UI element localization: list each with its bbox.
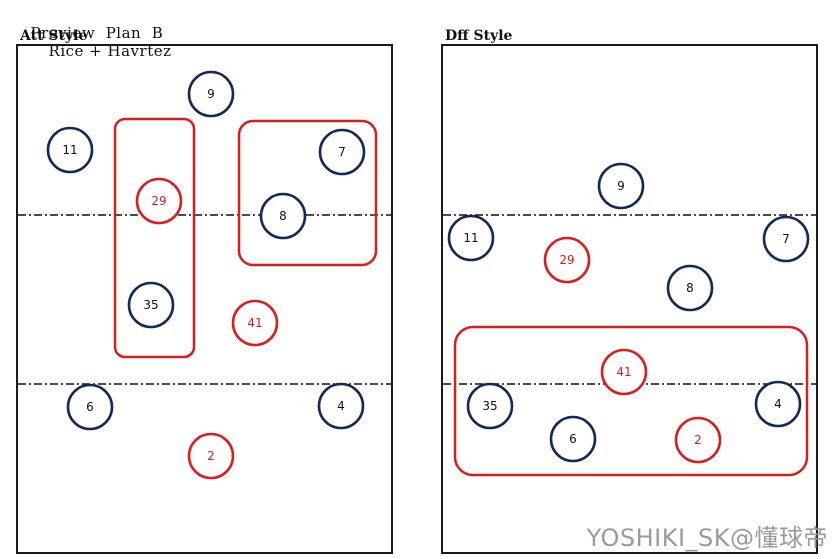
player-marker — [466, 382, 514, 430]
dff-player-29: 29 — [543, 236, 591, 284]
dff-player-9: 9 — [597, 162, 645, 210]
player-marker — [543, 236, 591, 284]
player-marker — [187, 70, 235, 118]
dff-pitch-drawing: 9 11 7 29 8 41 35 4 6 2 — [443, 162, 816, 477]
att-player-41: 41 — [231, 299, 279, 347]
player-marker — [597, 162, 645, 210]
player-marker — [600, 348, 648, 396]
att-pitch-drawing: 9 11 7 29 8 35 41 6 4 2 — [18, 70, 391, 480]
att-player-4: 4 — [317, 382, 365, 430]
player-number: 4 — [774, 397, 782, 411]
player-number: 6 — [569, 432, 577, 446]
att-panel-label: Att Style — [20, 28, 88, 44]
att-player-7: 7 — [318, 128, 366, 176]
att-player-6: 6 — [66, 383, 114, 431]
player-marker — [317, 382, 365, 430]
dff-player-35: 35 — [466, 382, 514, 430]
player-marker — [754, 380, 802, 428]
player-number: 41 — [247, 316, 262, 330]
player-number: 8 — [279, 209, 287, 223]
dff-pitch: 9 11 7 29 8 41 35 4 6 2 — [441, 44, 818, 554]
player-number: 4 — [337, 399, 345, 413]
player-number: 7 — [338, 145, 346, 159]
dff-block-box — [453, 325, 809, 477]
player-marker — [259, 192, 307, 240]
att-player-35: 35 — [127, 281, 175, 329]
player-number: 11 — [463, 231, 478, 245]
att-player-8: 8 — [259, 192, 307, 240]
player-marker — [66, 383, 114, 431]
player-marker — [447, 214, 495, 262]
player-number: 29 — [151, 194, 166, 208]
player-number: 41 — [616, 365, 631, 379]
player-number: 9 — [207, 87, 215, 101]
player-marker — [674, 416, 722, 464]
player-marker — [135, 177, 183, 225]
att-right-box — [237, 119, 378, 267]
player-marker — [318, 128, 366, 176]
player-marker — [762, 215, 810, 263]
player-number: 35 — [143, 298, 158, 312]
player-number: 35 — [482, 399, 497, 413]
dff-player-2: 2 — [674, 416, 722, 464]
player-number: 6 — [86, 400, 94, 414]
dff-player-11: 11 — [447, 214, 495, 262]
plan-subtitle: Rice + Havrtez — [48, 42, 172, 60]
dff-panel-label: Dff Style — [445, 28, 513, 44]
player-marker — [666, 264, 714, 312]
title-line: Preview Plan B Rice + Havrtez — [20, 6, 186, 60]
att-player-29: 29 — [135, 177, 183, 225]
player-number: 11 — [62, 143, 77, 157]
dff-player-7: 7 — [762, 215, 810, 263]
dff-player-41: 41 — [600, 348, 648, 396]
player-marker — [127, 281, 175, 329]
dff-player-6: 6 — [549, 415, 597, 463]
player-number: 9 — [617, 179, 625, 193]
dff-player-4: 4 — [754, 380, 802, 428]
player-number: 8 — [686, 281, 694, 295]
player-number: 2 — [694, 433, 702, 447]
att-channel-box — [113, 117, 196, 359]
plan-title: Preview Plan B — [30, 24, 164, 42]
watermark: YOSHIKI_SK@懂球帝 — [586, 524, 828, 552]
att-player-11: 11 — [46, 126, 94, 174]
player-marker — [549, 415, 597, 463]
player-marker — [187, 432, 235, 480]
player-number: 2 — [207, 449, 215, 463]
player-number: 7 — [782, 232, 790, 246]
player-marker — [231, 299, 279, 347]
player-marker — [46, 126, 94, 174]
att-player-2: 2 — [187, 432, 235, 480]
dff-player-8: 8 — [666, 264, 714, 312]
att-player-9: 9 — [187, 70, 235, 118]
player-number: 29 — [559, 253, 574, 267]
att-pitch: 9 11 7 29 8 35 41 6 4 2 — [16, 44, 393, 554]
